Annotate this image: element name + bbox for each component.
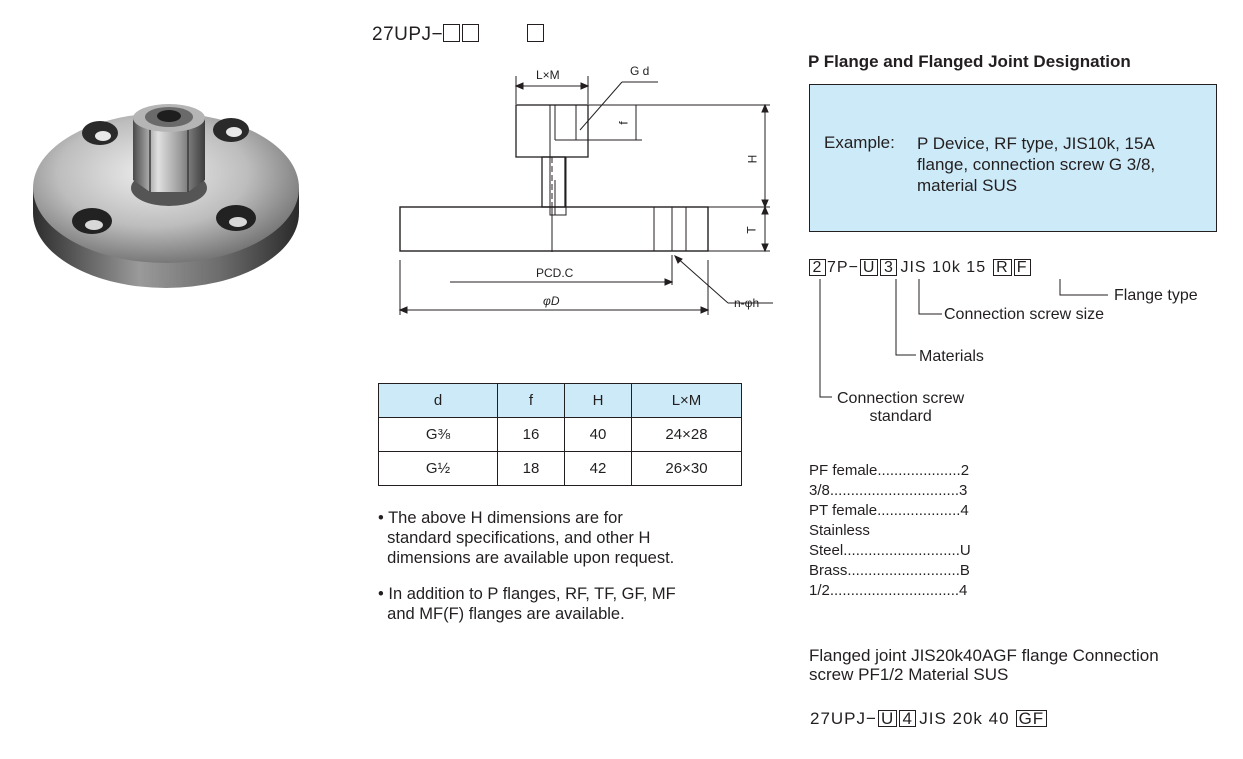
legend-item: Stainless — [809, 522, 870, 539]
code-text: JIS 20k 40 — [919, 709, 1010, 728]
blank-box — [462, 24, 480, 42]
dimension-table: d f H L×M G⅜ 16 40 24×28 G½ 18 42 26×30 — [378, 383, 742, 486]
table-header-cell: L×M — [631, 383, 742, 418]
legend-item: PT female....................4 — [809, 502, 969, 519]
code-box-flange-type: F — [1013, 259, 1031, 276]
callout-screw-standard: Connection screw standard — [837, 390, 965, 425]
section-title: P Flange and Flanged Joint Designation — [808, 52, 1131, 71]
code-box-screw-size: 4 — [899, 710, 917, 727]
legend-item: Brass...........................B — [809, 562, 970, 579]
table-header-cell: H — [564, 383, 632, 418]
dimension-drawing: L×M G d f H T PCD.C φD n-φh — [390, 60, 790, 320]
table-cell: 16 — [497, 417, 565, 452]
note-flange-types: • In addition to P flanges, RF, TF, GF, … — [378, 585, 676, 623]
model-prefix: 27UPJ− — [372, 24, 444, 45]
table-cell: 42 — [564, 451, 632, 486]
table-row: G½ 18 42 26×30 — [378, 451, 742, 486]
table-header-cell: f — [497, 383, 565, 418]
callout-lines — [819, 279, 1108, 398]
f-label: f — [616, 121, 631, 125]
example-label: Example: — [824, 133, 895, 152]
example-box: Example: P Device, RF type, JIS10k, 15A … — [809, 84, 1217, 232]
blank-box — [443, 24, 461, 42]
code-box-material: U — [877, 710, 898, 727]
code-box-flange-type: R — [993, 259, 1012, 276]
table-cell: 40 — [564, 417, 632, 452]
callout-materials: Materials — [919, 348, 984, 365]
legend-item: 1/2...............................4 — [809, 582, 968, 599]
table-cell: 24×28 — [631, 417, 742, 452]
table-cell: G½ — [378, 451, 498, 486]
table-header-row: d f H L×M — [378, 383, 742, 418]
table-cell: G⅜ — [378, 417, 498, 452]
product-photo — [28, 88, 303, 293]
callout-flange-type: Flange type — [1114, 287, 1198, 304]
legend-item: 3/8...............................3 — [809, 482, 968, 499]
code-box-screw-size: 3 — [880, 259, 898, 276]
table-row: G⅜ 16 40 24×28 — [378, 417, 742, 452]
code-text: JIS 10k 15 — [900, 259, 987, 276]
code-box-flange-type: GF — [1015, 710, 1048, 727]
legend-item: PF female....................2 — [809, 462, 970, 479]
table-header-cell: d — [378, 383, 498, 418]
code-text: 7P− — [827, 259, 859, 276]
example-text: P Device, RF type, JIS10k, 15A flange, c… — [917, 134, 1156, 195]
table-cell: 26×30 — [631, 451, 742, 486]
legend-item: Steel............................U — [809, 542, 971, 559]
code-text: 27UPJ− — [810, 709, 877, 728]
phid-label: φD — [543, 294, 560, 308]
lm-label: L×M — [536, 68, 560, 82]
blank-box — [527, 24, 545, 42]
callout-screw-size: Connection screw size — [944, 306, 1105, 323]
table-cell: 18 — [497, 451, 565, 486]
gd-label: G d — [630, 64, 650, 78]
code-box-material: U — [859, 259, 879, 276]
code-box-screw-standard: 2 — [809, 259, 826, 276]
note-h-dimensions: • The above H dimensions are for standar… — [378, 509, 675, 567]
nphih-label: n-φh — [734, 296, 760, 310]
pcd-label: PCD.C — [536, 266, 574, 280]
legend-list: PF female....................2 3/8......… — [809, 461, 1009, 601]
joint-example-text: Flanged joint JIS20k40AGF flange Connect… — [809, 646, 1159, 684]
t-label: T — [744, 226, 759, 234]
model-code-header: 27UPJ− — [372, 24, 546, 46]
h-label: H — [745, 154, 760, 164]
